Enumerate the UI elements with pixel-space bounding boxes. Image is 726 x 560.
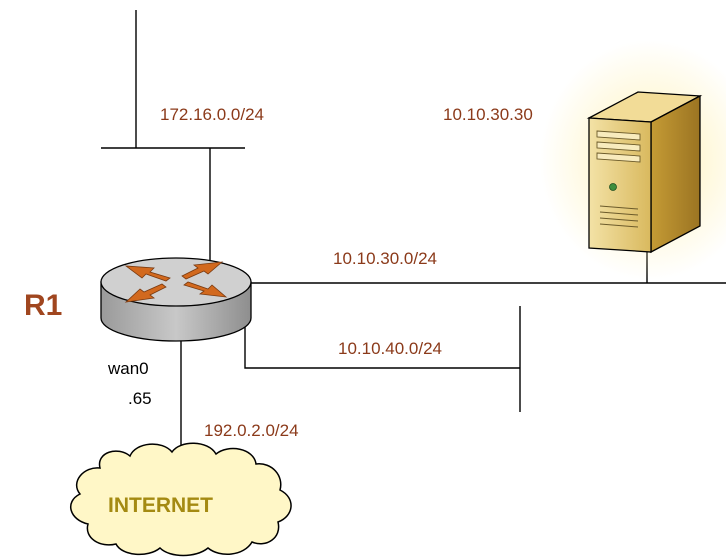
server-address-label: 10.10.30.30 [443, 105, 533, 124]
wan-host-label: .65 [128, 389, 152, 408]
network-label-40: 10.10.40.0/24 [338, 339, 442, 358]
wan-interface-label: wan0 [107, 359, 149, 378]
network-label-172: 172.16.0.0/24 [160, 105, 264, 124]
segment-10-10-40-0 [244, 306, 521, 412]
segment-172-16-0-0 [101, 10, 245, 262]
internet-label: INTERNET [108, 494, 213, 517]
router-name-label: R1 [24, 289, 62, 322]
network-label-30: 10.10.30.0/24 [333, 249, 437, 268]
cloud-icon [70, 442, 292, 557]
server-icon [586, 91, 703, 254]
network-label-wan: 192.0.2.0/24 [204, 421, 299, 440]
router-icon [100, 257, 252, 342]
